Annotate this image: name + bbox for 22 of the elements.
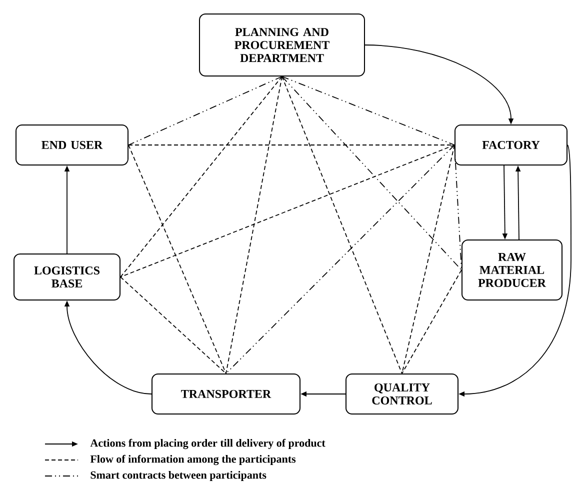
legend-text: Actions from placing order till delivery of product [90,438,326,450]
process-box: LOGISTICS BASE [14,254,120,300]
process-box: QUALITY CONTROL [346,374,458,414]
dashed-line [402,270,462,374]
dashed-line [120,276,226,374]
dashed-line [120,144,455,278]
process-box: END USER [16,124,128,166]
dash-dot-line [454,144,462,270]
dash-dot-line [282,76,455,146]
dashed-line [282,76,402,374]
legend-text: Flow of information among the participants [90,454,296,466]
dash-dot-line [282,76,462,270]
dashed-line [120,76,282,278]
process-box: FACTORY [454,124,568,166]
process-box: TRANSPORTER [152,374,300,414]
process-box: RAW MATERIAL PRODUCER [462,240,562,300]
dashed-line [226,76,282,374]
legend-text: Smart contracts between participants [90,471,266,481]
dashed-line [128,144,226,374]
process-box: PLANNING AND PROCUREMENT DEPARTMENT [199,14,365,76]
dash-dot-line [128,76,282,146]
dash-dot-line [226,144,455,374]
